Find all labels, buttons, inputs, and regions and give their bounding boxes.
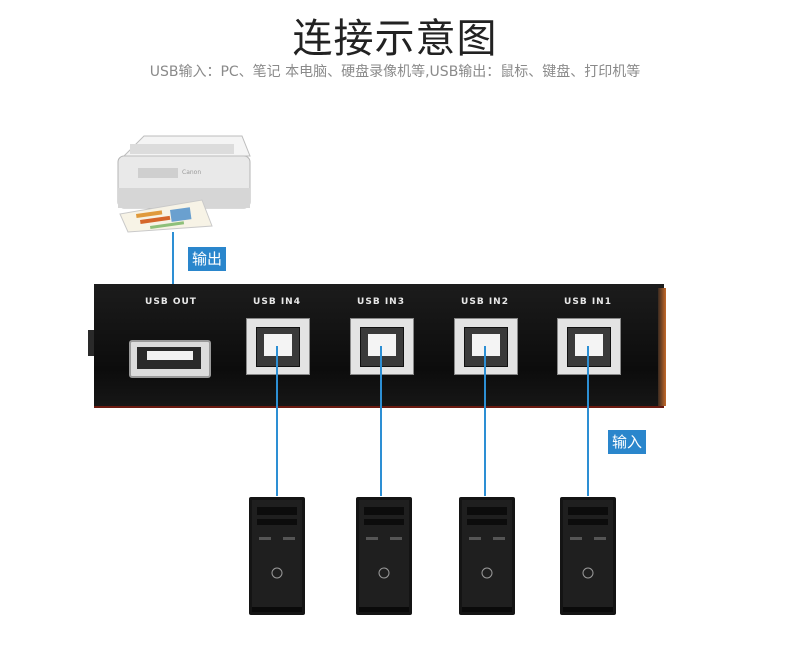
printer-image: Canon <box>110 128 260 242</box>
printer-brand: Canon <box>182 169 201 176</box>
page-title: 连接示意图 <box>0 6 790 64</box>
pc-tower-4 <box>560 497 616 615</box>
input-tag: 输入 <box>608 430 646 454</box>
input-cable-in3 <box>380 346 382 496</box>
input-cable-in2 <box>484 346 486 496</box>
port-label-out: USB OUT <box>126 297 216 307</box>
pc-tower-3 <box>459 497 515 615</box>
pc-tower-2 <box>356 497 412 615</box>
hub-side-panel <box>658 288 666 406</box>
page-subtitle: USB输入：PC、笔记 本电脑、硬盘录像机等,USB输出：鼠标、键盘、打印机等 <box>0 61 790 81</box>
usb-in1-port <box>557 318 621 375</box>
input-cable-in1 <box>587 346 589 496</box>
usb-in3-port <box>350 318 414 375</box>
port-label-in3: USB IN3 <box>336 297 426 307</box>
usb-in4-port <box>246 318 310 375</box>
pc-tower-1 <box>249 497 305 615</box>
port-label-in2: USB IN2 <box>440 297 530 307</box>
port-label-in4: USB IN4 <box>232 297 322 307</box>
usb-in2-port <box>454 318 518 375</box>
port-label-in1: USB IN1 <box>543 297 633 307</box>
output-tag: 输出 <box>188 247 226 271</box>
input-cable-in4 <box>276 346 278 496</box>
usb-out-port <box>129 340 211 378</box>
